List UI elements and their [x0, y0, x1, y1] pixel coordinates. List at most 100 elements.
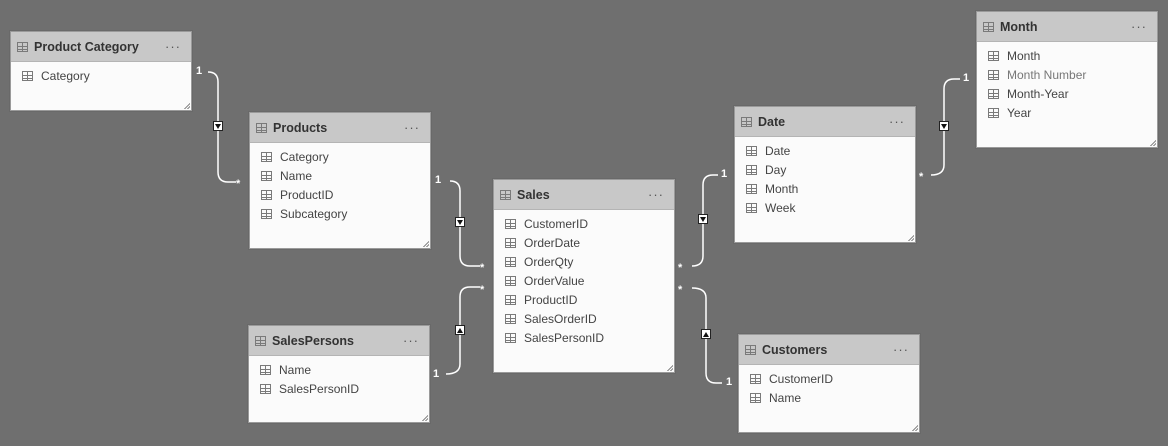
resize-handle-icon[interactable] [421, 414, 428, 421]
table-title: Products [273, 120, 328, 135]
field-label: ProductID [524, 292, 578, 307]
resize-handle-icon[interactable] [907, 234, 914, 241]
resize-handle-icon[interactable] [1149, 139, 1156, 146]
rel-many-label: * [236, 178, 241, 190]
table-card-products[interactable]: Products ··· Category Name ProductID Sub… [249, 112, 431, 249]
field-row[interactable]: Month [735, 179, 915, 198]
more-options-button[interactable]: ··· [889, 114, 905, 129]
field-row[interactable]: Date [735, 141, 915, 160]
rel-many-label: * [480, 262, 485, 274]
field-row[interactable]: Name [249, 360, 429, 379]
column-icon [260, 383, 271, 394]
column-icon [261, 189, 272, 200]
filter-direction-up-icon[interactable] [455, 325, 465, 335]
filter-direction-up-icon[interactable] [701, 329, 711, 339]
column-icon [750, 373, 761, 384]
field-row[interactable]: CustomerID [494, 214, 674, 233]
table-card-date[interactable]: Date ··· Date Day Month Week [734, 106, 916, 243]
column-icon [505, 313, 516, 324]
table-title: Sales [517, 187, 550, 202]
more-options-button[interactable]: ··· [403, 333, 419, 348]
column-icon [505, 275, 516, 286]
table-card-header[interactable]: Customers ··· [739, 335, 919, 365]
table-icon [983, 21, 994, 32]
field-row[interactable]: Week [735, 198, 915, 217]
field-row[interactable]: Month-Year [977, 84, 1157, 103]
more-options-button[interactable]: ··· [893, 342, 909, 357]
table-card-header[interactable]: Sales ··· [494, 180, 674, 210]
table-card-customers[interactable]: Customers ··· CustomerID Name [738, 334, 920, 433]
table-icon [500, 189, 511, 200]
table-icon [255, 335, 266, 346]
table-icon [745, 344, 756, 355]
field-row[interactable]: Month Number [977, 65, 1157, 84]
field-row[interactable]: ProductID [250, 185, 430, 204]
field-label: Week [765, 200, 796, 215]
more-options-button[interactable]: ··· [648, 187, 664, 202]
field-row[interactable]: SalesPersonID [494, 328, 674, 347]
table-card-header[interactable]: Date ··· [735, 107, 915, 137]
filter-direction-down-icon[interactable] [698, 214, 708, 224]
field-row[interactable]: OrderDate [494, 233, 674, 252]
field-row[interactable]: Year [977, 103, 1157, 122]
rel-one-label: 1 [435, 174, 442, 186]
field-row[interactable]: CustomerID [739, 369, 919, 388]
field-label: Name [769, 390, 802, 405]
resize-handle-icon[interactable] [183, 102, 190, 109]
field-row[interactable]: Month [977, 46, 1157, 65]
column-icon [261, 170, 272, 181]
field-label: Year [1007, 105, 1032, 120]
field-label: OrderQty [524, 254, 574, 269]
field-label: OrderDate [524, 235, 581, 250]
filter-direction-down-icon[interactable] [213, 121, 223, 131]
field-row[interactable]: Category [250, 147, 430, 166]
resize-handle-icon[interactable] [422, 240, 429, 247]
table-card-header[interactable]: Product Category ··· [11, 32, 191, 62]
field-row[interactable]: Day [735, 160, 915, 179]
field-label: OrderValue [524, 273, 585, 288]
rel-one-label: 1 [433, 368, 440, 380]
table-card-sales[interactable]: Sales ··· CustomerID OrderDate OrderQty … [493, 179, 675, 373]
column-icon [746, 164, 757, 175]
resize-handle-icon[interactable] [666, 364, 673, 371]
field-label: Month [1007, 48, 1041, 63]
table-icon [741, 116, 752, 127]
column-icon [505, 237, 516, 248]
column-icon [505, 294, 516, 305]
table-card-header[interactable]: SalesPersons ··· [249, 326, 429, 356]
more-options-button[interactable]: ··· [165, 39, 181, 54]
column-icon [505, 332, 516, 343]
field-row[interactable]: Subcategory [250, 204, 430, 223]
column-icon [505, 218, 516, 229]
field-label: Name [280, 168, 313, 183]
more-options-button[interactable]: ··· [404, 120, 420, 135]
field-label: Category [280, 149, 329, 164]
field-label: Subcategory [280, 206, 348, 221]
filter-direction-down-icon[interactable] [455, 217, 465, 227]
column-icon [746, 145, 757, 156]
relationship-line-customers-sales [691, 287, 722, 384]
relationship-line-month-date [930, 78, 960, 176]
resize-handle-icon[interactable] [911, 424, 918, 431]
field-row[interactable]: OrderQty [494, 252, 674, 271]
rel-one-label: 1 [196, 65, 203, 77]
table-card-month[interactable]: Month ··· Month Month Number Month-Year … [976, 11, 1158, 148]
field-label: SalesPersonID [524, 330, 605, 345]
column-icon [260, 364, 271, 375]
table-card-header[interactable]: Products ··· [250, 113, 430, 143]
field-row[interactable]: Name [250, 166, 430, 185]
field-row[interactable]: SalesPersonID [249, 379, 429, 398]
field-row[interactable]: Category [11, 66, 191, 85]
filter-direction-down-icon[interactable] [939, 121, 949, 131]
field-label: SalesPersonID [279, 381, 360, 396]
field-row[interactable]: SalesOrderID [494, 309, 674, 328]
column-icon [988, 107, 999, 118]
field-row[interactable]: OrderValue [494, 271, 674, 290]
table-card-salespersons[interactable]: SalesPersons ··· Name SalesPersonID [248, 325, 430, 423]
field-row[interactable]: ProductID [494, 290, 674, 309]
table-card-product-category[interactable]: Product Category ··· Category [10, 31, 192, 111]
field-row[interactable]: Name [739, 388, 919, 407]
table-card-header[interactable]: Month ··· [977, 12, 1157, 42]
more-options-button[interactable]: ··· [1131, 19, 1147, 34]
